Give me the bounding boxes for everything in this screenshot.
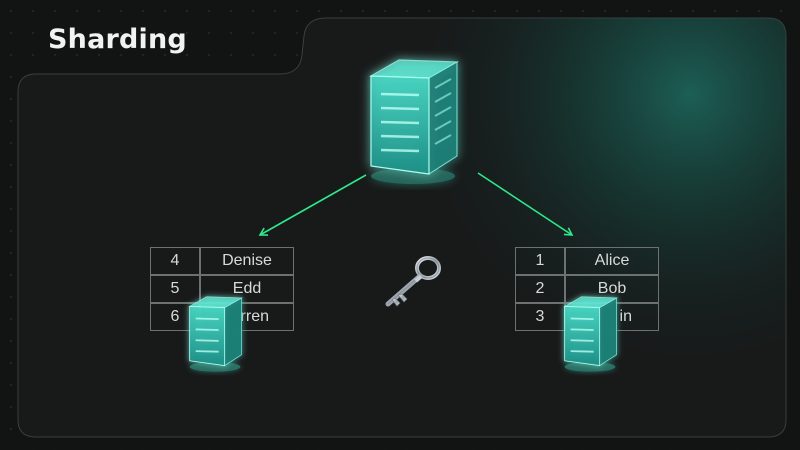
row-name: Alice: [565, 247, 659, 275]
row-id: 2: [515, 275, 565, 303]
arrow-to-left-shard: [258, 174, 367, 236]
row-id: 5: [150, 275, 200, 303]
table-row: 4 Denise: [150, 247, 294, 275]
row-name: Edd: [200, 275, 294, 303]
key-icon: [385, 256, 441, 307]
shard-right-server-icon: [563, 296, 619, 372]
row-id: 1: [515, 247, 565, 275]
shard-left-server-icon: [188, 296, 244, 372]
table-row: 5 Edd: [150, 275, 294, 303]
row-name: Denise: [200, 247, 294, 275]
row-id: 4: [150, 247, 200, 275]
table-row: 1 Alice: [515, 247, 659, 275]
database-server-icon: [368, 59, 460, 184]
arrow-to-right-shard: [477, 172, 574, 236]
page-title: Sharding: [48, 24, 187, 55]
